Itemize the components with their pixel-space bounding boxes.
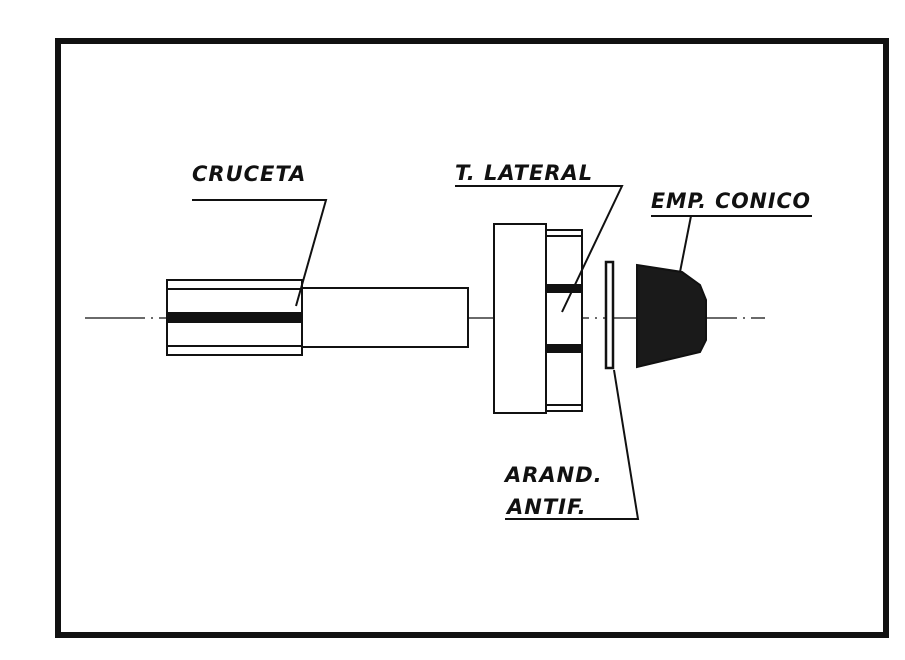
leader-lines — [192, 185, 812, 520]
label-arand: ARAND. — [503, 463, 603, 487]
label-emp-conico: EMP. CONICO — [651, 189, 811, 213]
cruceta-shaft — [166, 279, 469, 356]
emp-conico-part — [636, 263, 707, 369]
t-lateral-part — [493, 223, 583, 414]
label-cruceta: CRUCETA — [192, 162, 306, 186]
label-antif: ANTIF. — [505, 495, 587, 519]
frame-border — [55, 38, 889, 638]
label-t-lateral: T. LATERAL — [455, 161, 593, 185]
arandela-antifriccion — [604, 260, 615, 370]
